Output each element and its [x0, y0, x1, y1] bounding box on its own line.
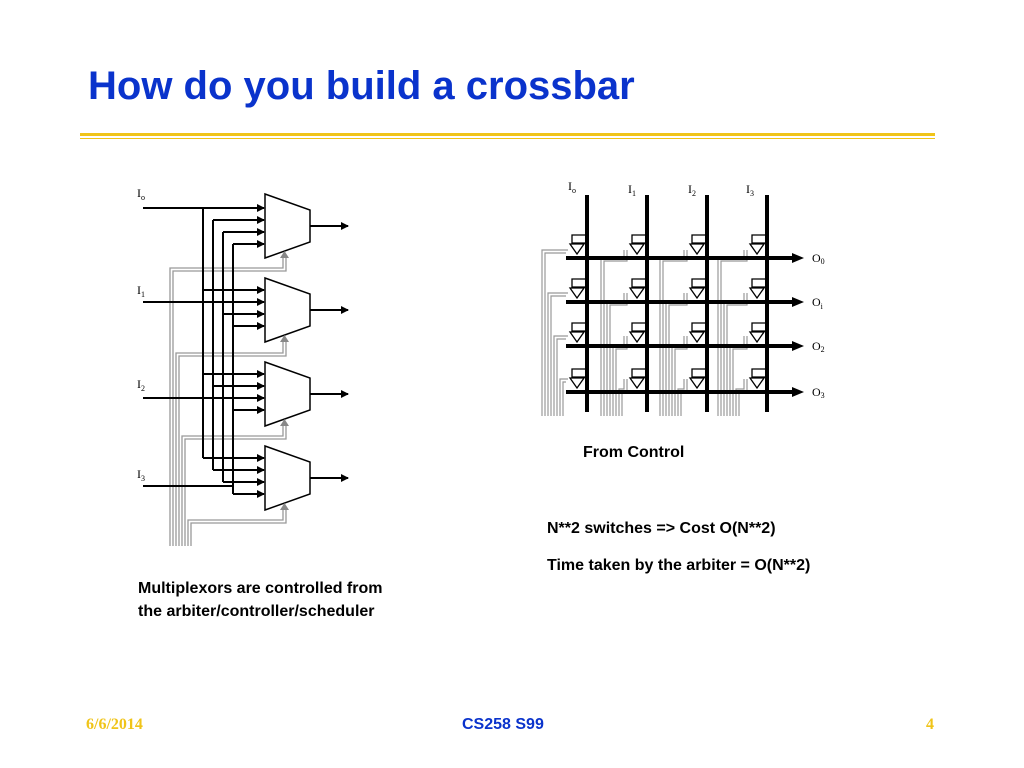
- mux-caption-line1: Multiplexors are controlled from: [138, 580, 383, 597]
- crosspoint-output-rows: [566, 256, 792, 394]
- crosspoint-crossbar: Io I1 I2 I3 O0 Oi O2 O3: [541, 179, 825, 416]
- mux-1: [264, 276, 311, 344]
- cost-note: N**2 switches => Cost O(N**2): [547, 520, 776, 537]
- crossbar-output-label-0: O0: [812, 251, 825, 266]
- arbiter-time-note: Time taken by the arbiter = O(N**2): [547, 557, 811, 574]
- mux-input-label-0: Io: [137, 186, 145, 202]
- crossbar-output-label-3: O3: [812, 385, 825, 400]
- mux-input-taps: [203, 204, 265, 498]
- crossbar-output-label-1: Oi: [812, 295, 824, 311]
- mux-input-buses: [143, 207, 234, 494]
- from-control-label: From Control: [583, 444, 685, 461]
- mux-caption-line2: the arbiter/controller/scheduler: [138, 603, 375, 620]
- footer-course: CS258 S99: [462, 716, 544, 733]
- mux-outputs: [310, 222, 349, 482]
- mux-input-label-2: I2: [137, 377, 145, 393]
- mux-control-arrows: [280, 251, 289, 510]
- crossbar-input-label-3: I3: [746, 182, 754, 198]
- mux-0: [264, 192, 311, 260]
- crossbar-input-label-2: I2: [688, 182, 696, 198]
- mux-2: [264, 360, 311, 428]
- crosspoint-output-arrows: [792, 253, 804, 397]
- footer-date: 6/6/2014: [86, 716, 143, 733]
- crossbar-output-label-2: O2: [812, 339, 825, 354]
- mux-3: [264, 444, 311, 512]
- crosspoint-switches: [568, 234, 769, 390]
- slide-title: How do you build a crossbar: [88, 64, 635, 108]
- mux-control-wires: [169, 256, 287, 546]
- mux-input-label-3: I3: [137, 467, 145, 483]
- title-divider: [80, 133, 935, 136]
- crossbar-input-label-1: I1: [628, 182, 636, 198]
- mux-crossbar: Io I1 I2 I3: [137, 186, 349, 546]
- crossbar-input-label-0: Io: [568, 179, 576, 195]
- title-divider-thin: [80, 138, 935, 139]
- footer-page-number: 4: [926, 716, 934, 733]
- mux-input-label-1: I1: [137, 283, 145, 299]
- mux-blocks: [264, 192, 311, 512]
